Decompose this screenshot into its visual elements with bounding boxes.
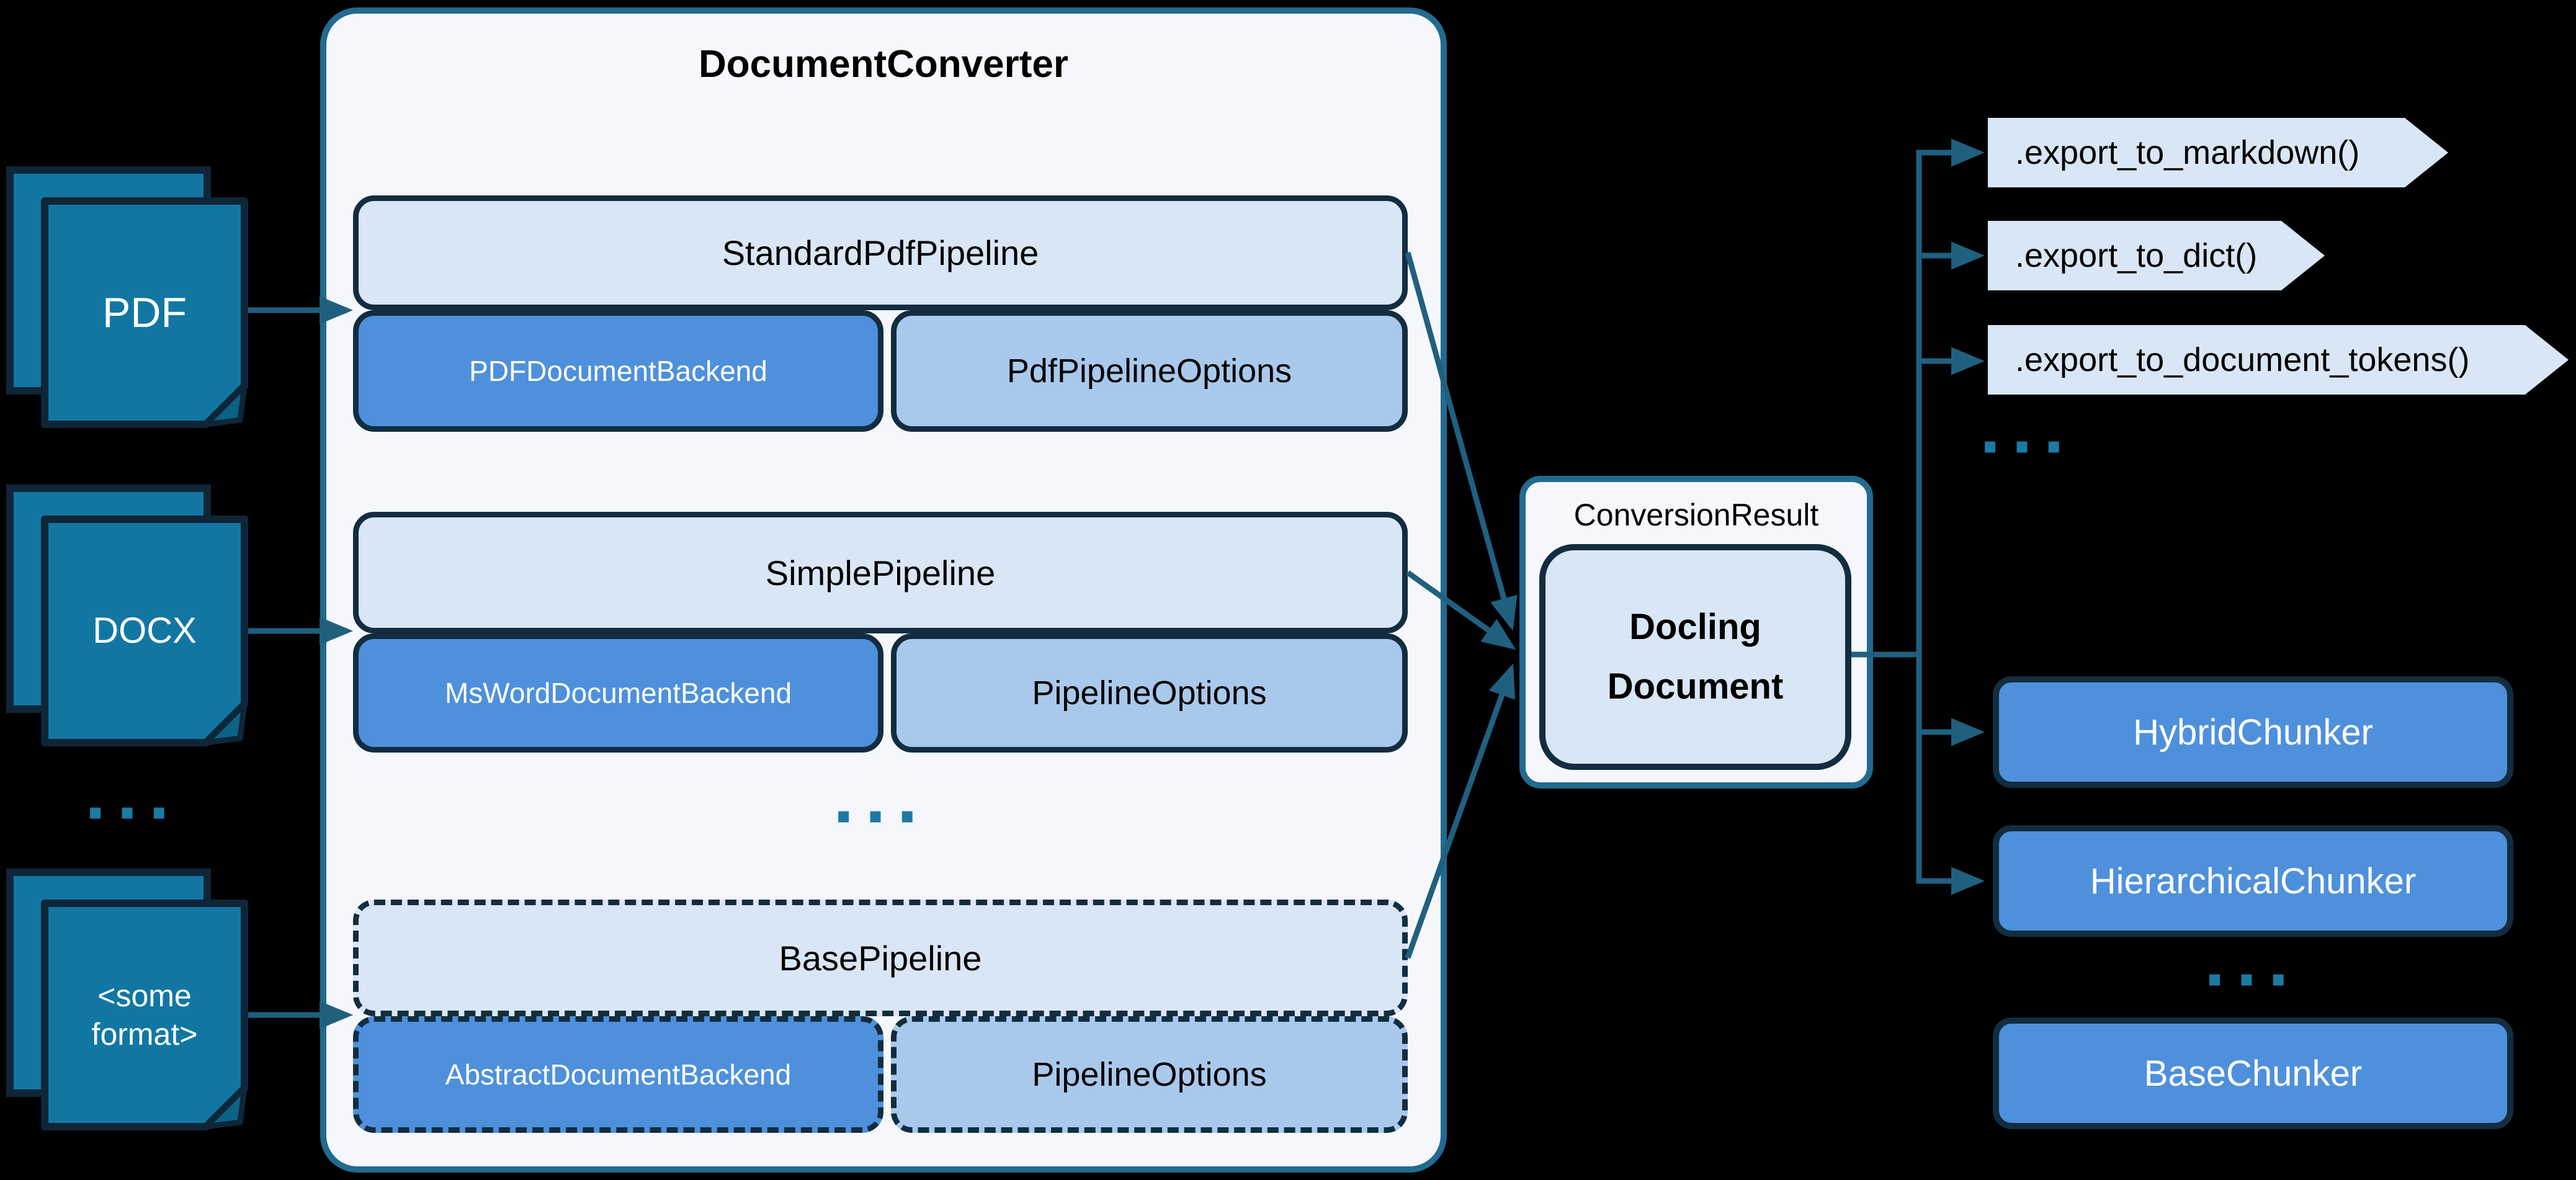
chunker-hybrid-label: HybridChunker — [2133, 712, 2373, 753]
chunker-hierarchical: HierarchicalChunker — [1993, 825, 2513, 937]
options-base-pipeline-label: PipelineOptions — [1032, 1056, 1267, 1093]
document-converter-title: DocumentConverter — [699, 42, 1068, 86]
backend-abstract-document-label: AbstractDocumentBackend — [445, 1058, 792, 1091]
pipeline-standard-pdf: StandardPdfPipeline — [353, 195, 1408, 310]
options-pipeline-label: PipelineOptions — [1032, 674, 1267, 712]
chunkers-ellipsis: ... — [2204, 918, 2301, 1002]
document-stack-icon — [6, 869, 248, 1130]
some-format-stack-label: <some format> — [91, 978, 198, 1052]
page-fold-icon — [203, 383, 248, 427]
some-format-documents-stack: <some format> — [5, 867, 248, 1130]
options-pdf-pipeline: PdfPipelineOptions — [891, 310, 1408, 432]
converter-ellipsis: ... — [833, 755, 929, 839]
pdf-stack-label: PDF — [102, 288, 187, 336]
export-to-markdown-tag: .export_to_markdown() — [1988, 118, 2448, 187]
export-to-dict-tag: .export_to_dict() — [1988, 221, 2325, 290]
options-pdf-pipeline-label: PdfPipelineOptions — [1006, 352, 1292, 390]
branch-trunk-line — [1916, 138, 1985, 895]
backend-pdf-document: PDFDocumentBackend — [353, 310, 883, 432]
pdf-documents-stack: PDF — [5, 165, 248, 428]
export-to-document-tokens-label: .export_to_document_tokens() — [2015, 341, 2470, 378]
pipeline-simple: SimplePipeline — [353, 512, 1408, 633]
options-pipeline: PipelineOptions — [891, 633, 1408, 753]
pipeline-base: BasePipeline — [353, 900, 1408, 1016]
document-stack-icon — [6, 166, 248, 428]
backend-pdf-document-label: PDFDocumentBackend — [469, 355, 767, 387]
chunker-hybrid: HybridChunker — [1993, 676, 2513, 788]
chunker-base: BaseChunker — [1993, 1017, 2513, 1129]
pipeline-base-label: BasePipeline — [779, 938, 982, 978]
options-base-pipeline: PipelineOptions — [891, 1016, 1408, 1133]
docling-document-label: Docling Document — [1607, 607, 1784, 707]
pipeline-standard-pdf-label: StandardPdfPipeline — [722, 233, 1039, 272]
inputs-ellipsis: ... — [84, 751, 181, 835]
document-stack-icon — [6, 485, 248, 746]
pipeline-simple-label: SimplePipeline — [765, 553, 996, 592]
export-to-dict-label: .export_to_dict() — [2015, 237, 2258, 274]
export-to-markdown-label: .export_to_markdown() — [2015, 134, 2360, 171]
page-fold-icon — [203, 1085, 248, 1130]
chunker-base-label: BaseChunker — [2144, 1053, 2363, 1094]
backend-abstract-document: AbstractDocumentBackend — [353, 1016, 883, 1133]
export-to-document-tokens-tag: .export_to_document_tokens() — [1988, 325, 2569, 395]
exports-ellipsis: ... — [1979, 385, 2076, 469]
conversion-result-label: ConversionResult — [1573, 498, 1819, 532]
backend-msword-document-label: MsWordDocumentBackend — [444, 677, 792, 709]
page-fold-icon — [203, 701, 248, 746]
chunker-hierarchical-label: HierarchicalChunker — [2090, 860, 2417, 901]
docx-stack-label: DOCX — [92, 610, 197, 651]
docling-document-box: Docling Document — [1539, 544, 1851, 770]
docx-documents-stack: DOCX — [5, 483, 248, 746]
backend-msword-document: MsWordDocumentBackend — [353, 633, 883, 753]
